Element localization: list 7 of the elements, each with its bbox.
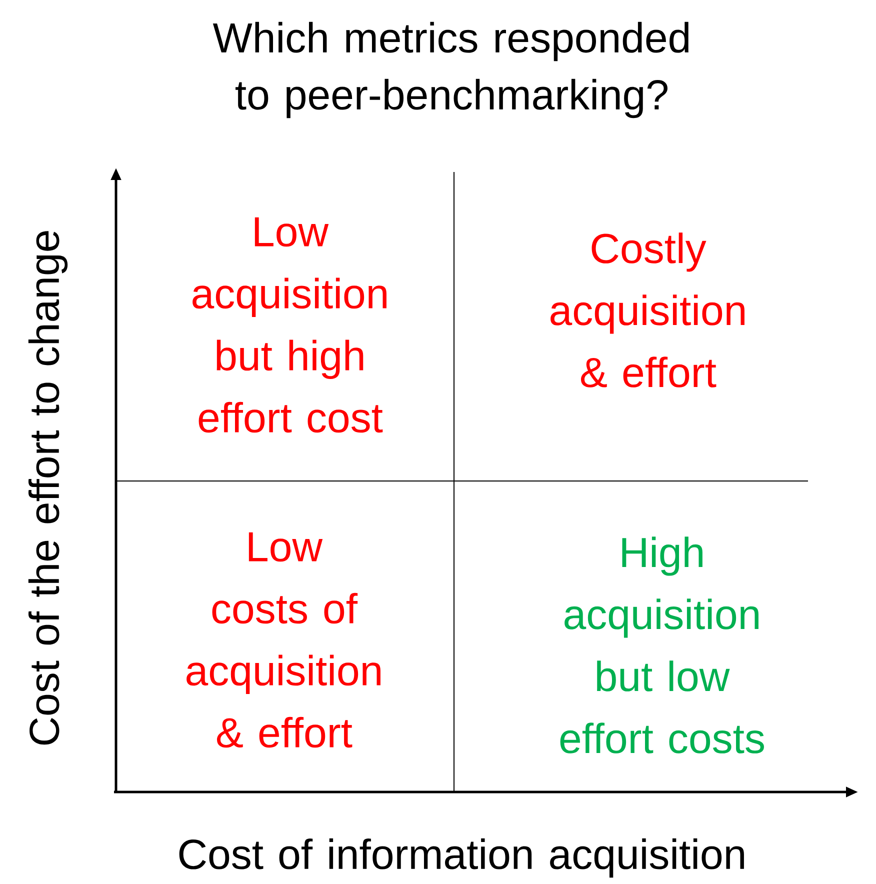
title: Which metrics responded to peer-benchmarking? bbox=[212, 22, 688, 118]
quadrant-label: Low acquisition but high effort cost bbox=[192, 217, 386, 433]
quadrant-label: Costly acquisition & effort bbox=[550, 232, 744, 388]
quadrant-label: High acquisition but low effort costs bbox=[560, 536, 764, 754]
quadrant-label: Low costs of acquisition & effort bbox=[186, 532, 380, 748]
axis-label: Cost of information acquisition bbox=[179, 838, 744, 878]
axis-label: Cost of the effort to change bbox=[28, 231, 68, 745]
